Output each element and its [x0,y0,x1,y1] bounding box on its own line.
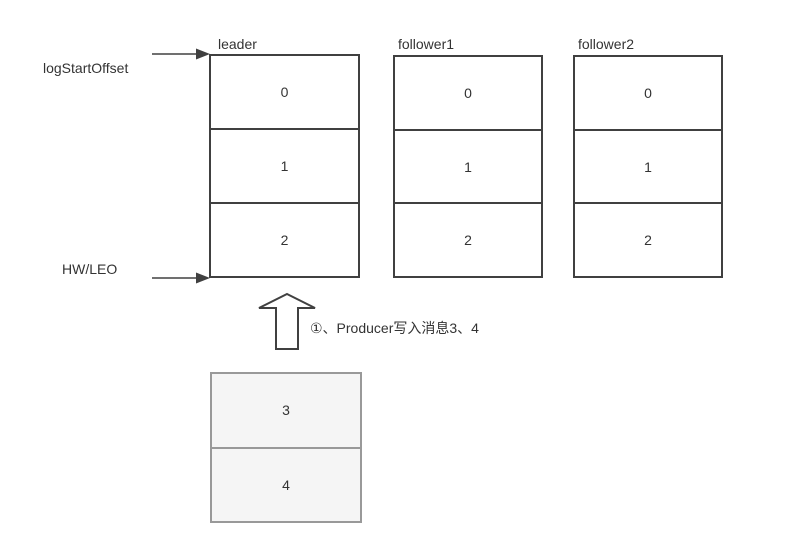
follower1-cell-0: 0 [464,84,472,101]
log-start-offset-label: logStartOffset [43,60,129,76]
leader-log-box: 0 1 2 [209,54,360,278]
follower1-cell-2: 2 [395,202,541,276]
follower2-cell-1: 1 [575,128,721,203]
follower1-title: follower1 [398,36,455,52]
follower2-cell-2: 2 [575,202,721,276]
follower2-title: follower2 [578,36,635,52]
producer-write-up-arrow [258,292,316,350]
follower1-cell-1: 1 [395,128,541,203]
producer-write-annotation: ①、Producer写入消息3、4 [310,320,479,336]
leader-cell-1: 1 [211,128,358,202]
hw-leo-label: HW/LEO [62,261,118,277]
follower2-cell-0: 0 [644,84,652,101]
producer-cell-3: 3 [282,402,290,419]
producer-cell-4: 4 [212,446,360,522]
log-start-offset-arrow [152,48,210,60]
leader-cell-0: 0 [280,84,289,100]
hw-leo-arrow [152,272,210,284]
follower1-log-box: 0 1 2 [393,55,543,278]
leader-title: leader [218,36,257,52]
follower2-log-box: 0 1 2 [573,55,723,278]
producer-message-box: 3 4 [210,372,362,523]
leader-cell-2: 2 [211,202,358,276]
